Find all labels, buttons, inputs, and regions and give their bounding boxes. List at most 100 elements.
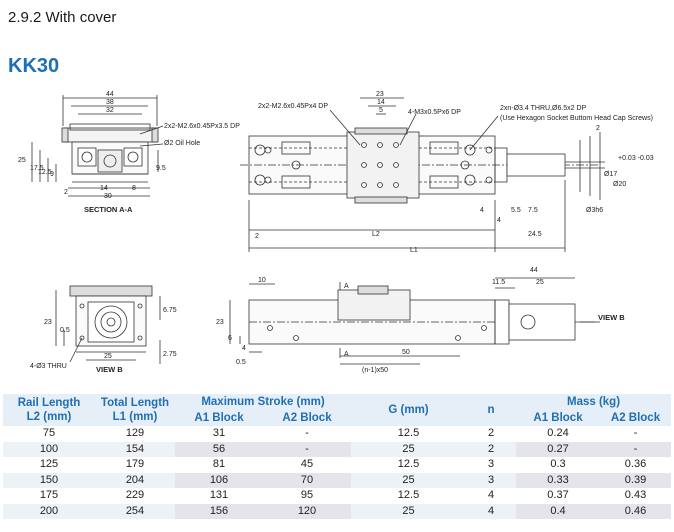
cell-n: 3 [466,472,516,488]
cell-l2: 125 [3,457,95,473]
dim-top-5-5: 5.5 [511,207,521,214]
cell-l1: 229 [95,488,175,504]
cell-g: 25 [351,441,466,457]
col-g: G (mm) [351,394,466,426]
col-rail-length-title: Rail Length [17,397,81,409]
cell-mass-a1: 0.27 [516,441,600,457]
note-m2-6-top: 2x2-M2.6x0.45Px4 DP [258,103,328,110]
table-row: 150 204 106 70 25 3 0.33 0.39 [3,472,672,488]
cell-n: 2 [466,426,516,442]
caption-view-b-left: VIEW B [96,365,123,374]
model-title: KK30 [8,55,60,77]
dim-30: 30 [104,193,112,200]
note-thru-4: 4-Ø3 THRU [30,363,67,370]
cell-mass-a2: 0.39 [600,472,672,488]
dim-25: 25 [18,157,26,164]
dim-vb-0-5: 0.5 [60,327,70,334]
cell-stroke-a2: - [263,426,351,442]
cell-mass-a2: 0.43 [600,488,672,504]
cell-l1: 179 [95,457,175,473]
cell-l1: 254 [95,503,175,519]
dim-l2: L2 [372,231,380,238]
cell-stroke-a1: 31 [175,426,263,442]
dim-side-50: 50 [402,349,410,356]
dim-side-23: 23 [216,319,224,326]
cell-stroke-a2: 120 [263,503,351,519]
cell-l2: 200 [3,503,95,519]
table-row: 75 129 31 - 12.5 2 0.24 - [3,426,672,442]
drawing-annotations: 44 38 32 25 17.5 12.5 9 9.5 2 14 8 30 2x… [18,91,654,374]
technical-drawing: 44 38 32 25 17.5 12.5 9 9.5 2 14 8 30 2x… [18,91,654,374]
dim-top-23: 23 [376,91,384,98]
col-total-length-unit: L1 (mm) [112,411,158,423]
table-row: 125 179 81 45 12.5 3 0.3 0.36 [3,457,672,473]
dim-32: 32 [106,107,114,114]
cell-g: 25 [351,472,466,488]
cell-n: 2 [466,441,516,457]
dim-24-5: 24.5 [528,231,542,238]
section-a-a-view [31,95,164,197]
cell-mass-a1: 0.4 [516,503,600,519]
dim-38: 38 [106,99,114,106]
dim-side-6: 6 [228,335,232,342]
cell-l1: 154 [95,441,175,457]
col-stroke-a1: A1 Block [175,410,263,426]
dim-top-5: 5 [379,107,383,114]
top-view [240,97,605,252]
cell-stroke-a1: 131 [175,488,263,504]
table-row: 100 154 56 - 25 2 0.27 - [3,441,672,457]
cell-g: 25 [351,503,466,519]
dim-9: 9 [50,171,54,178]
dim-d20: Ø20 [613,181,626,188]
dim-top-14: 14 [377,99,385,106]
col-rail-length-unit: L2 (mm) [26,411,72,423]
cell-l1: 129 [95,426,175,442]
cell-stroke-a2: 70 [263,472,351,488]
dim-17-5: 17.5 [30,165,44,172]
cell-stroke-a2: 45 [263,457,351,473]
col-total-length-title: Total Length [100,397,170,409]
cell-mass-a2: 0.46 [600,503,672,519]
col-max-stroke: Maximum Stroke (mm) [175,394,351,410]
cell-stroke-a1: 56 [175,441,263,457]
dim-vb-25: 25 [104,353,112,360]
dim-12-5: 12.5 [38,169,52,176]
dim-top-4a: 4 [480,207,484,214]
dim-d3h6: Ø3h6 [586,207,603,214]
cell-mass-a2: - [600,441,672,457]
cell-mass-a1: 0.37 [516,488,600,504]
dim-side-0-5: 0.5 [236,359,246,366]
cell-g: 12.5 [351,488,466,504]
dim-tolerance: +0.03 -0.03 [618,155,654,162]
note-socket-screws: (Use Hexagon Socket Buttom Head Cap Scre… [500,115,653,122]
cell-mass-a1: 0.24 [516,426,600,442]
cell-mass-a2: 0.36 [600,457,672,473]
caption-view-b-side: VIEW B [598,313,625,322]
col-mass: Mass (kg) [516,394,672,410]
cell-n: 4 [466,488,516,504]
note-m3-top: 4-M3x0.5Px6 DP [408,109,461,116]
cell-mass-a1: 0.33 [516,472,600,488]
cell-stroke-a1: 81 [175,457,263,473]
view-b [55,285,161,364]
dim-side-n50: (n-1)x50 [362,367,388,374]
dim-vb-2-75: 2.75 [163,351,177,358]
cell-n: 4 [466,503,516,519]
cell-mass-a2: - [600,426,672,442]
dim-top-4b: 4 [497,217,501,224]
col-stroke-a2: A2 Block [263,410,351,426]
dim-vb-23: 23 [44,319,52,326]
dim-side-11-5: 11.5 [492,279,505,286]
col-mass-a1: A1 Block [516,410,600,426]
cell-stroke-a1: 156 [175,503,263,519]
cell-g: 12.5 [351,457,466,473]
section-title: 2.9.2 With cover [8,9,117,26]
table-row: 200 254 156 120 25 4 0.4 0.46 [3,503,672,519]
specification-table: Rail Length L2 (mm) Total Length L1 (mm)… [3,394,672,519]
dim-2: 2 [64,189,68,196]
dim-vb-6-75: 6.75 [163,307,177,314]
dim-d17: Ø17 [604,171,617,178]
dim-side-a2: A [344,351,349,358]
side-view [229,277,600,365]
dim-side-25: 25 [536,279,544,286]
